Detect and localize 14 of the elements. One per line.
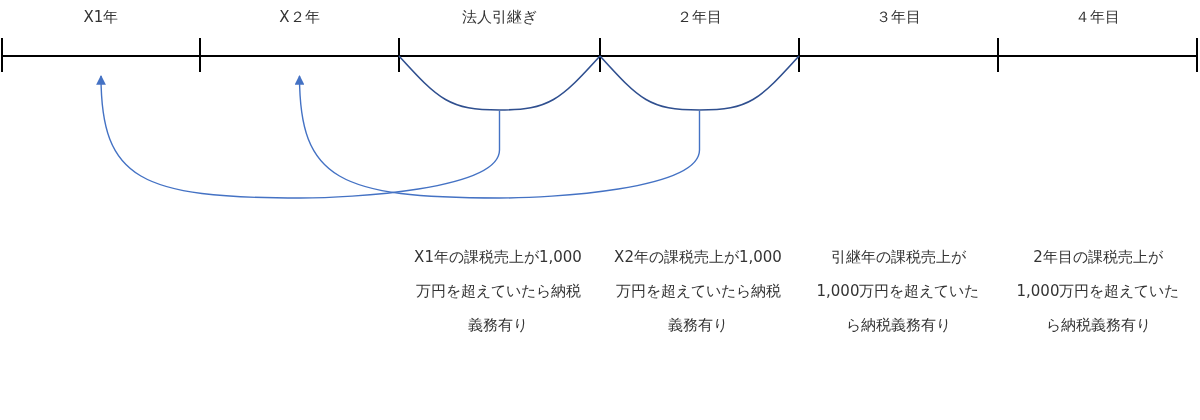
condition-note: 2年目の課税売上が1,000万円を超えていたら納税義務有り (1015, 247, 1181, 336)
year-label: 法人引継ぎ (462, 8, 537, 27)
arrow (294, 75, 701, 199)
year-label: X２年 (279, 8, 320, 27)
year-label: ４年目 (1075, 8, 1120, 27)
brace-curve (398, 55, 601, 111)
brace-curve (599, 55, 800, 111)
condition-note: 引継年の課税売上が1,000万円を超えていたら納税義務有り (815, 247, 981, 336)
condition-note: X1年の課税売上が1,000万円を超えていたら納税義務有り (413, 247, 583, 336)
year-label: ３年目 (876, 8, 921, 27)
condition-note: X2年の課税売上が1,000万円を超えていたら納税義務有り (613, 247, 783, 336)
year-label: X1年 (83, 8, 119, 27)
year-label: ２年目 (677, 8, 722, 27)
arrow (96, 75, 501, 199)
